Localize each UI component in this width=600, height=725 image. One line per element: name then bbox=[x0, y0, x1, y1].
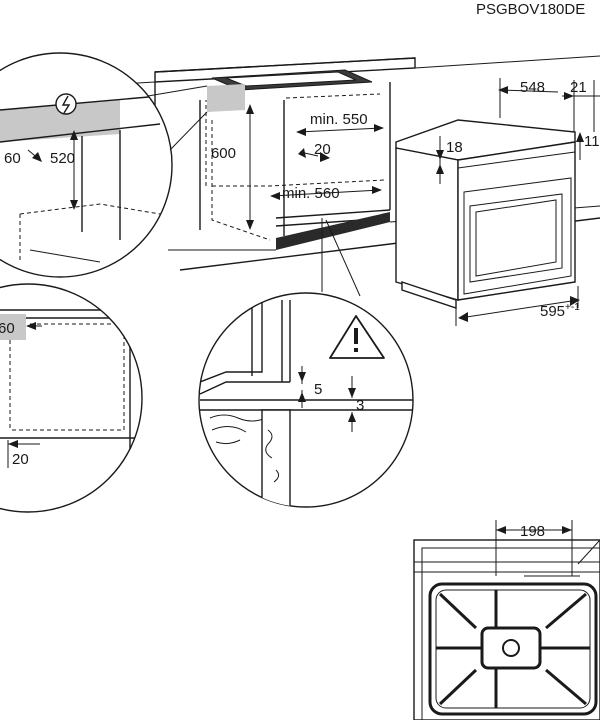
pan-support bbox=[428, 582, 598, 716]
label-hob-offset: 198 bbox=[520, 523, 545, 540]
warning-icon bbox=[329, 315, 385, 359]
label-oven-width: 595+-1 bbox=[540, 302, 580, 320]
model-code: PSGBOV180DE bbox=[476, 1, 585, 18]
label-niche-width: min. 560 bbox=[282, 185, 340, 202]
label-detail-c-floor: 3 bbox=[356, 397, 364, 414]
label-niche-gap: 20 bbox=[314, 141, 331, 158]
label-detail-a-left: 60 bbox=[4, 150, 21, 167]
electrical-icon bbox=[55, 93, 77, 115]
detail-a: 60 520 bbox=[0, 52, 173, 278]
callout-highlight bbox=[207, 84, 245, 112]
label-detail-b-bottom: 20 bbox=[12, 451, 29, 468]
label-detail-a-height: 520 bbox=[50, 150, 75, 167]
label-detail-c-gap: 5 bbox=[314, 381, 322, 398]
hob-top-view: 198 bbox=[413, 520, 600, 721]
detail-b: 60 20 bbox=[0, 283, 143, 513]
oven-unit: 548 21 11 18 595+-1 bbox=[395, 78, 600, 326]
label-oven-side: 11 bbox=[584, 133, 600, 150]
label-detail-b-left: 60 bbox=[0, 320, 15, 337]
label-oven-panel: 18 bbox=[446, 139, 463, 156]
label-niche-depth: min. 550 bbox=[310, 111, 368, 128]
niche-plinth bbox=[276, 212, 390, 250]
label-niche-height: 600 bbox=[211, 145, 236, 162]
label-oven-depth: 548 bbox=[520, 79, 545, 96]
detail-c: 5 3 bbox=[198, 292, 414, 508]
label-oven-front: 21 bbox=[570, 79, 587, 96]
